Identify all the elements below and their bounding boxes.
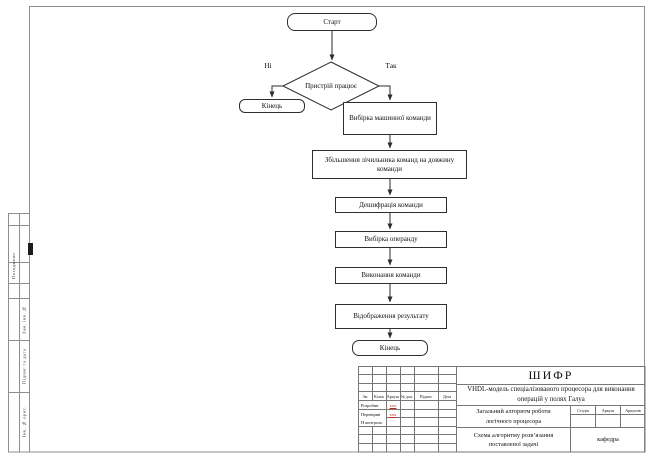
margin-label-sign-date: Підпис та дата [21, 348, 27, 385]
branch-label-yes: Так [385, 61, 397, 70]
role-checker-label: Перевірив [359, 410, 386, 418]
flow-node-increment: Збільшення лічильника команд на довжину … [312, 150, 467, 179]
rev-col-zm: Зм [362, 393, 368, 399]
title-block-org: кафедра [597, 436, 619, 444]
decision-diamond [281, 61, 381, 111]
rev-col-pidpys: Підпис [419, 393, 433, 399]
rev-col-arkush: Аркуш [386, 393, 400, 399]
flow-node-fetch: Вибірка машинної команди [343, 102, 437, 135]
flowchart-connectors [269, 31, 393, 339]
rev-col-kilk: Кільк [374, 393, 384, 399]
title-block-project: VHDL-модель спеціалізованого процесора д… [467, 386, 635, 403]
branch-label-no: Ні [264, 61, 272, 70]
flow-node-decision-label: Пристрій працює [305, 81, 357, 90]
registration-mark [28, 243, 33, 255]
stage-col-stadia: Стадія [577, 407, 589, 413]
flow-node-display: Відображення результату [335, 304, 447, 329]
flow-node-start: Старт [287, 13, 377, 31]
flow-node-end-left: Кінець [239, 99, 305, 113]
title-block-code: ШИФР [528, 367, 574, 382]
role-developer-label: Розробив [359, 401, 386, 409]
flow-node-operand: Вибірка операнду [335, 231, 447, 248]
rev-col-ndok: № док. [400, 393, 414, 399]
stage-col-arkush: Аркуш [601, 407, 615, 413]
flow-node-end: Кінець [352, 340, 428, 356]
flow-node-execute: Виконання команди [335, 267, 447, 284]
left-margin-blocks [8, 213, 30, 453]
rev-col-data: Дата [442, 393, 452, 399]
stage-col-arkushiv: Аркушів [625, 407, 641, 413]
role-developer-name: ххх [389, 402, 397, 408]
margin-label-zam-inv: Зам. інв. № [21, 305, 27, 335]
margin-label-approved: Погоджено [11, 252, 16, 280]
flow-node-decode: Дешифрація команди [335, 197, 447, 213]
title-block-sheet-name: Схема алгоритму розв’язання поставленої … [473, 431, 554, 448]
title-block-grid [358, 366, 646, 453]
role-ncontrol-label: Н контроль [359, 418, 386, 426]
title-block-doc-title: Загальний алгоритм роботи логічного проц… [476, 408, 551, 425]
margin-label-inv-orig: Інв. № ориг. [21, 406, 27, 438]
role-checker-name: ххх [389, 411, 397, 417]
